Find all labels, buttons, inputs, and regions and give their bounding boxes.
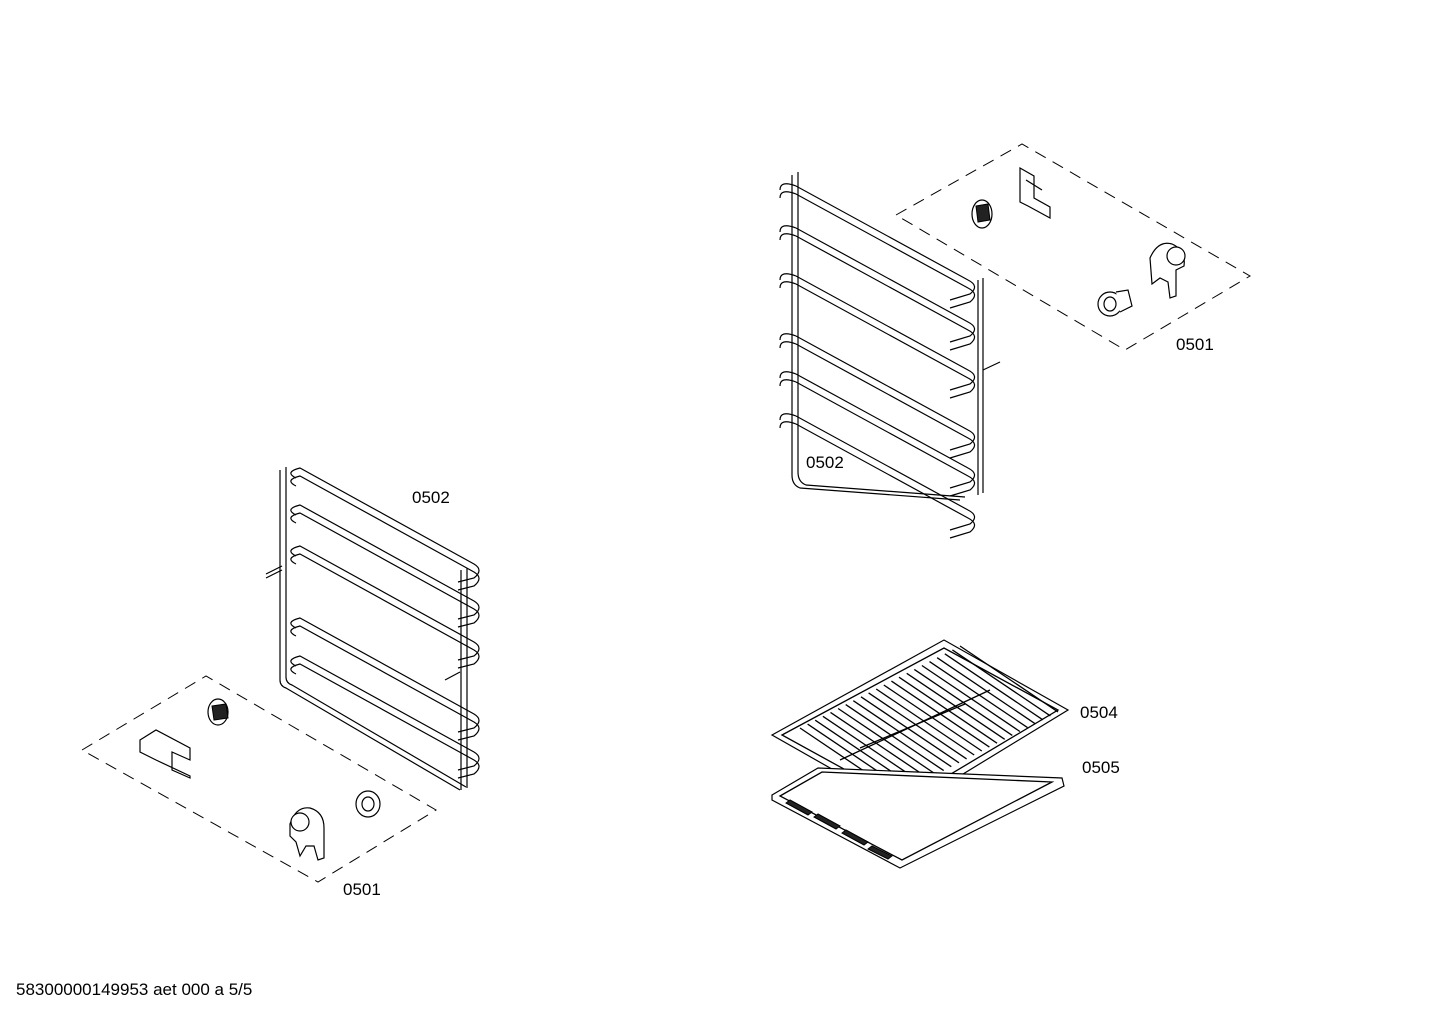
bracket-icon — [1019, 166, 1051, 220]
bushing-icon — [971, 199, 993, 229]
nut-icon — [355, 790, 381, 818]
bracket-icon — [139, 729, 191, 779]
shelf-rail-right — [779, 172, 1001, 539]
shelf-rail-left — [265, 467, 480, 791]
bushing-icon — [207, 698, 229, 726]
document-footer-id: 58300000149953 aet 000 a 5/5 — [16, 980, 253, 999]
label-0502-top-right: 0502 — [806, 453, 844, 472]
clip-icon — [1149, 242, 1186, 299]
label-0505-tray: 0505 — [1082, 758, 1120, 777]
clip-icon — [289, 807, 325, 861]
label-0501-top-right: 0501 — [1176, 335, 1214, 354]
label-0504-rack: 0504 — [1080, 703, 1118, 722]
label-0502-left: 0502 — [412, 488, 450, 507]
nut-icon — [1097, 289, 1133, 317]
wire-rack — [770, 639, 1070, 811]
clip-set-right — [894, 143, 1251, 351]
baking-tray — [771, 767, 1065, 869]
label-0501-left: 0501 — [343, 880, 381, 899]
clip-set-left — [81, 675, 437, 883]
